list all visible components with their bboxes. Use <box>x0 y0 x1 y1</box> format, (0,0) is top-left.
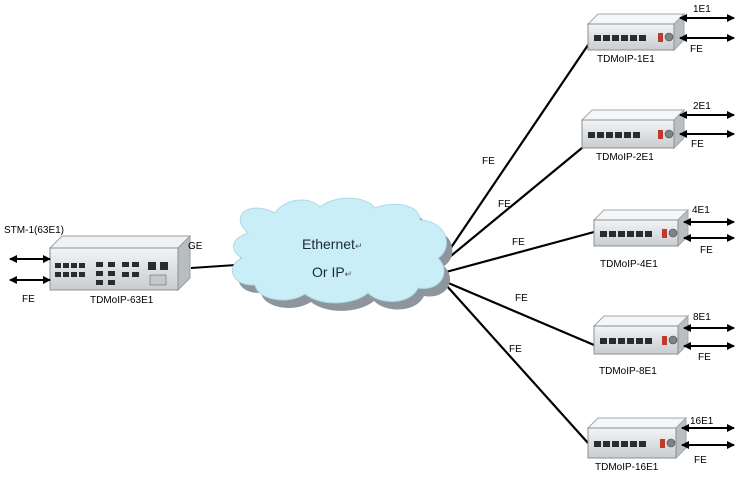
remote-fe-3: FE <box>700 245 713 256</box>
remote-name-3: TDMoIP-4E1 <box>600 259 658 270</box>
link-fe-label-3: FE <box>512 237 525 248</box>
link-fe-label-5: FE <box>509 344 522 355</box>
link-8e1 <box>445 280 595 347</box>
link-16e1 <box>445 284 589 444</box>
remote-name-2: TDMoIP-2E1 <box>596 152 654 163</box>
ge-label: GE <box>188 241 203 252</box>
remote-e1-4: 8E1 <box>693 312 711 323</box>
remote-device-4 <box>592 314 735 356</box>
remote-e1-1: 1E1 <box>693 4 711 15</box>
remote-fe-2: FE <box>691 139 704 150</box>
stm-label: STM-1(63E1) <box>4 225 65 236</box>
remote-name-4: TDMoIP-8E1 <box>599 366 657 377</box>
central-device-name: TDMoIP-63E1 <box>90 295 154 306</box>
remote-e1-5: 16E1 <box>690 416 714 427</box>
remote-device-3 <box>592 208 735 248</box>
remote-fe-5: FE <box>694 455 707 466</box>
central-arrows <box>9 255 51 284</box>
remote-name-1: TDMoIP-1E1 <box>597 54 655 65</box>
uplink-lines <box>445 44 595 444</box>
link-fe-label-2: FE <box>498 199 511 210</box>
link-1e1 <box>445 44 589 256</box>
remote-e1-3: 4E1 <box>692 205 710 216</box>
link-fe-label-4: FE <box>515 293 528 304</box>
link-fe-label-1: FE <box>482 156 495 167</box>
central-device <box>48 234 192 292</box>
central-fe-label: FE <box>22 294 35 305</box>
link-2e1 <box>445 142 589 261</box>
remote-device-1 <box>586 12 735 52</box>
ge-link <box>190 264 237 269</box>
link-4e1 <box>445 230 595 274</box>
cloud-line1: Ethernet↵ <box>302 236 363 252</box>
remote-name-5: TDMoIP-16E1 <box>595 462 659 473</box>
remote-device-5 <box>586 416 735 460</box>
remote-e1-2: 2E1 <box>693 101 711 112</box>
remote-fe-4: FE <box>698 352 711 363</box>
remote-device-2 <box>580 108 735 150</box>
cloud-line2: Or IP↵ <box>312 264 353 280</box>
remote-fe-1: FE <box>690 44 703 55</box>
ethernet-cloud <box>231 197 453 311</box>
remote-devices <box>580 12 735 460</box>
